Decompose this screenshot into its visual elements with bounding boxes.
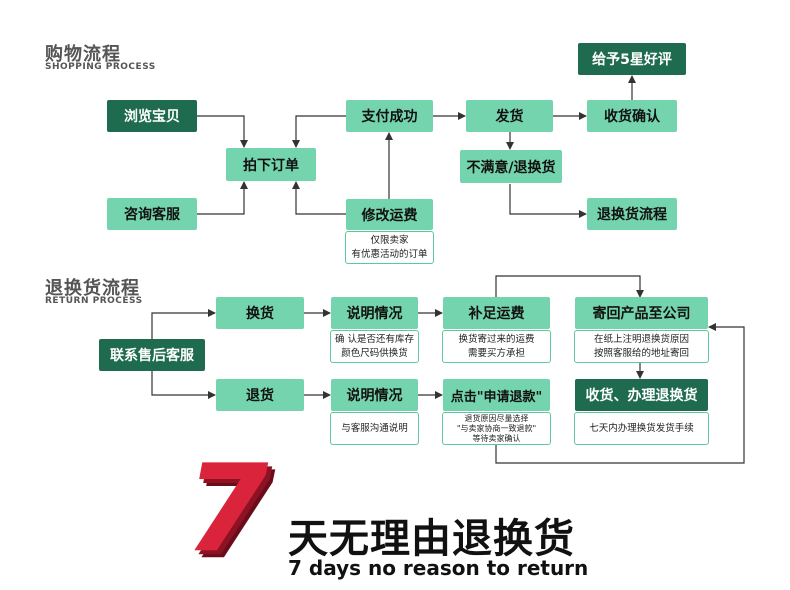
apply-refund-note: 退货原因尽量选择 "与卖家协商一致退款" 等待卖家确认 <box>442 412 551 445</box>
receive-box: 收货确认 <box>587 100 677 132</box>
apply-note-line2: "与卖家协商一致退款" <box>456 423 537 433</box>
apply-refund-box: 点击"申请退款" <box>443 379 550 411</box>
modify-fee-note: 仅限卖家 有优惠活动的订单 <box>345 231 434 264</box>
exchange-box: 换货 <box>216 297 304 329</box>
arrow-modify-order <box>292 181 346 215</box>
send-back-note: 在纸上注明退换货原因 按照客服给的地址寄回 <box>574 330 709 363</box>
pay-box: 支付成功 <box>346 100 433 132</box>
arrow-pay-order <box>292 115 346 148</box>
headline-subtitle: 7 days no reason to return <box>288 556 589 580</box>
send-back-note-line1: 在纸上注明退换货原因 <box>593 333 689 345</box>
pay-fee-note-line2: 需要买方承担 <box>467 347 525 359</box>
modify-fee-box: 修改运费 <box>346 199 433 230</box>
ship-box: 发货 <box>466 100 553 132</box>
send-back-note-line2: 按照客服给的地址寄回 <box>593 347 689 359</box>
modify-note-line2: 有优惠活动的订单 <box>351 248 428 260</box>
explain-box-1: 说明情况 <box>331 297 418 329</box>
unsatisfied-box: 不满意/退换货 <box>460 150 562 183</box>
arrow-unsatisfied-returnflow <box>509 184 587 218</box>
arrow-contact-exchange <box>151 309 216 340</box>
shopping-subtitle: SHOPPING PROCESS <box>45 62 156 72</box>
rate-box: 给予5星好评 <box>578 43 686 75</box>
explain-note-1: 确 认是否还有库存 颜色尺码供换货 <box>330 330 419 363</box>
apply-note-line3: 等待卖家确认 <box>472 433 521 443</box>
pay-fee-box: 补足运费 <box>443 297 550 329</box>
apply-note-line1: 退货原因尽量选择 <box>464 413 529 423</box>
explain1-note-line2: 颜色尺码供换货 <box>341 347 408 359</box>
browse-box: 浏览宝贝 <box>107 100 197 132</box>
explain-note-2: 与客服沟通说明 <box>330 412 419 445</box>
return-subtitle: RETURN PROCESS <box>45 296 143 306</box>
arrow-consult-order <box>197 181 248 215</box>
explain1-note-line1: 确 认是否还有库存 <box>334 333 415 345</box>
pay-fee-note-line1: 换货寄过来的运费 <box>458 333 535 345</box>
return-title: 退换货流程 <box>45 278 140 299</box>
headline: 天无理由退换货 <box>288 516 575 562</box>
process-box: 收货、办理退换货 <box>575 379 708 411</box>
consult-box: 咨询客服 <box>107 198 197 230</box>
refund-box: 退货 <box>216 379 304 411</box>
order-box: 拍下订单 <box>226 148 316 181</box>
seven-graphic: 7 <box>185 440 269 579</box>
arrow-fee-sendback <box>495 275 644 298</box>
arrow-browse-order <box>197 115 248 148</box>
shopping-title: 购物流程 <box>45 44 121 65</box>
explain-box-2: 说明情况 <box>331 379 418 411</box>
process-note: 七天内办理换货发货手续 <box>574 412 709 445</box>
return-flow-box: 退换货流程 <box>587 198 677 230</box>
arrow-apply-sendback <box>495 323 745 464</box>
contact-service-box: 联系售后客服 <box>99 339 205 371</box>
modify-note-line1: 仅限卖家 <box>370 234 409 246</box>
send-back-box: 寄回产品至公司 <box>575 297 708 329</box>
arrow-contact-refund <box>151 370 216 399</box>
pay-fee-note: 换货寄过来的运费 需要买方承担 <box>442 330 551 363</box>
